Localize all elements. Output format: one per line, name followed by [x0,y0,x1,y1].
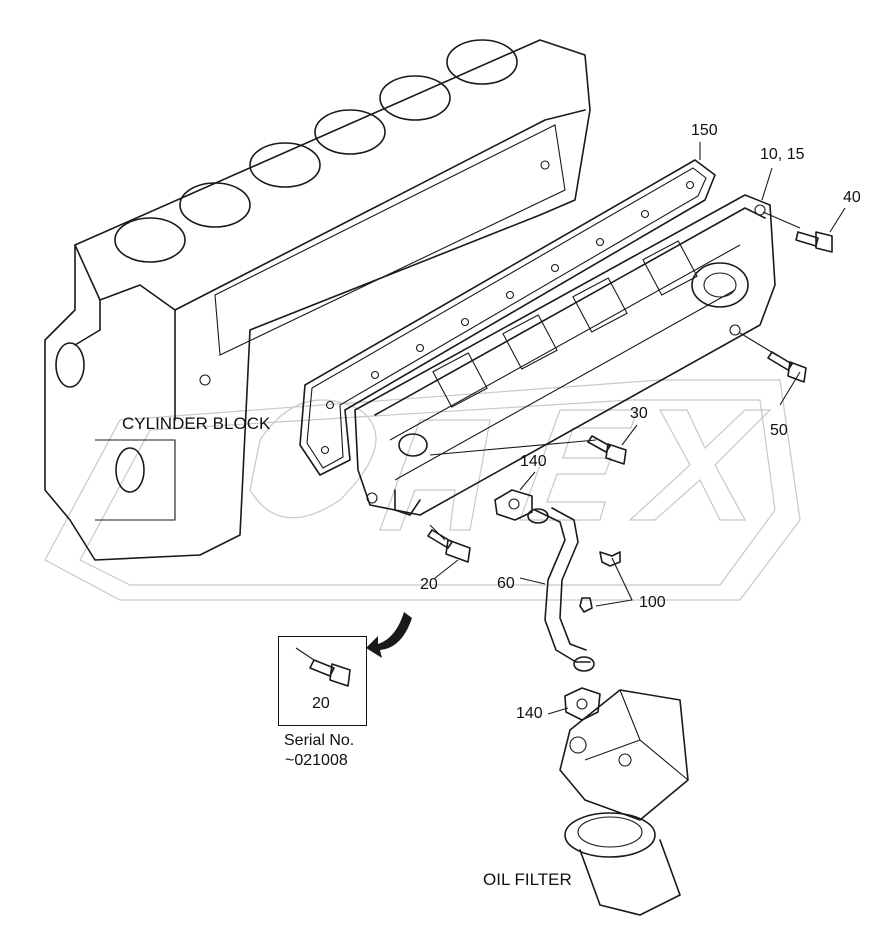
oil-filter-label: OIL FILTER [483,870,572,889]
bolt-100-upper [599,551,621,567]
callout-140-upper: 140 [520,453,547,470]
oil-cooler-gasket [299,159,716,476]
gasket-140-upper [494,489,533,521]
callout-10-15: 10, 15 [760,146,805,163]
inset-arrow [366,612,412,658]
callout-140-lower: 140 [516,705,543,722]
serial-inset-box [278,636,367,726]
callout-30: 30 [630,405,648,422]
callout-100: 100 [639,594,666,611]
bolt-30 [587,435,627,465]
watermark-logo [44,379,801,601]
callout-20: 20 [420,576,438,593]
cylinder-block-label: CYLINDER BLOCK [122,414,271,433]
gasket-140-lower [564,687,601,721]
serial-range-label: ~021008 [285,752,348,769]
callout-50: 50 [770,422,788,439]
callout-150: 150 [691,122,718,139]
inset-bolt-20 [295,647,351,687]
callout-60: 60 [497,575,515,592]
oil-pipe [527,507,595,672]
oil-cooler-body [354,194,776,516]
cylinder-block [44,39,591,561]
callout-20-inset: 20 [312,695,330,712]
stud-bolt-20 [427,529,471,563]
bolt-50 [767,351,807,383]
callout-40: 40 [843,189,861,206]
serial-number-label: Serial No. [284,732,355,749]
bolt-100-lower [579,597,593,613]
bolt-40 [795,231,833,253]
oil-filter-assembly [559,689,689,916]
